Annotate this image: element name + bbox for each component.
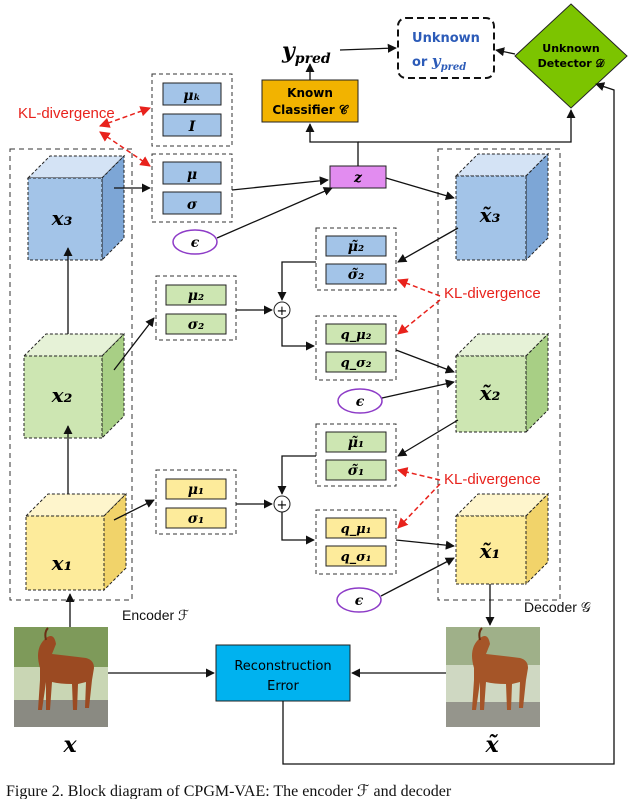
kl-label-bottom: KL-divergence [444, 471, 541, 488]
mu2-label: μ₂ [188, 288, 204, 304]
mu2-tilde-label: μ̃₂ [348, 238, 364, 255]
cube-x2-tilde: x̃₂ [454, 332, 550, 434]
unknown-or-ypred-box [397, 17, 495, 79]
q-mu1-label: q_μ₁ [341, 522, 372, 537]
q-sigma1-label: q_σ₁ [341, 550, 372, 565]
encoder-label: Encoder ℱ [122, 607, 189, 623]
sigma1-tilde-label: σ̃₁ [348, 462, 364, 479]
reconstruction-error-box [215, 644, 351, 702]
flow-arrows [63, 43, 615, 765]
unknown-detector-diamond [514, 3, 628, 109]
decoder-frame [437, 148, 561, 601]
input-horse-image [14, 627, 108, 727]
kl-arrows [99, 106, 441, 529]
output-horse-image [446, 627, 540, 727]
encoder-param1-group: μ₁ σ₁ [155, 469, 237, 535]
encoder-param2-group: μ₂ σ₂ [155, 275, 237, 341]
q-param1-group: q_μ₁ q_σ₁ [315, 509, 397, 575]
latent-param-group: μ σ [151, 153, 233, 223]
output-x-tilde-label: x̃ [484, 732, 499, 758]
cube-x1-tilde-label: x̃₁ [479, 539, 501, 563]
recon-line1: Reconstruction [234, 659, 331, 674]
epsilon-top-label: ϵ [191, 235, 200, 251]
figure-caption: Figure 2. Block diagram of CPGM-VAE: The… [6, 783, 452, 799]
latent-z-label: z [353, 170, 363, 186]
kl-label-top: KL-divergence [18, 105, 115, 122]
cube-x3-label: x₃ [51, 206, 73, 230]
cube-x1-label: x₁ [51, 551, 73, 575]
detector-line2: Detector 𝒟 [538, 57, 606, 70]
sigma-label: σ [187, 197, 198, 213]
detector-line1: Unknown [542, 42, 599, 55]
epsilon-oval-top [172, 229, 218, 255]
sum-node-2-label: + [277, 304, 288, 319]
mu-label: μ [187, 167, 197, 183]
cube-x3-tilde: x̃₃ [454, 152, 550, 262]
unknown-box-line1: Unknown [412, 31, 480, 46]
identity-label: I [188, 119, 196, 135]
cube-x2-label: x₂ [51, 383, 73, 407]
decoder-label: Decoder 𝒢 [524, 599, 591, 615]
cube-x2: x₂ [22, 332, 126, 440]
prior-box-group: μₖ I [151, 73, 233, 147]
ypred-label: ypred [281, 38, 331, 67]
sigma2-tilde-label: σ̃₂ [348, 266, 364, 283]
decoder-param2-group: μ̃₂ σ̃₂ [315, 227, 397, 291]
cube-x3-tilde-label: x̃₃ [479, 203, 501, 227]
classifier-line2: Classifier 𝒞 [272, 103, 349, 117]
mu1-label: μ₁ [188, 482, 204, 498]
kl-label-mid: KL-divergence [444, 285, 541, 302]
unknown-box-line2: or ypred [412, 52, 466, 73]
q-mu2-label: q_μ₂ [341, 328, 372, 343]
epsilon-oval-mid [337, 388, 383, 414]
cube-x1: x₁ [24, 492, 128, 592]
epsilon-mid-label: ϵ [356, 394, 365, 410]
epsilon-bottom-label: ϵ [355, 593, 364, 609]
sigma2-label: σ₂ [188, 317, 204, 333]
q-param2-group: q_μ₂ q_σ₂ [315, 315, 397, 381]
cube-x3: x₃ [26, 154, 126, 262]
sum-node-1-label: + [277, 498, 288, 513]
sigma1-label: σ₁ [188, 511, 204, 527]
cube-x1-tilde: x̃₁ [454, 492, 550, 586]
mu1-tilde-label: μ̃₁ [348, 434, 364, 451]
q-sigma2-label: q_σ₂ [341, 356, 372, 371]
input-x-label: x [62, 732, 77, 758]
mu-k-label: μₖ [183, 88, 201, 104]
epsilon-oval-bottom [336, 587, 382, 613]
known-classifier-box [261, 79, 359, 123]
classifier-line1: Known [287, 86, 333, 100]
decoder-param1-group: μ̃₁ σ̃₁ [315, 423, 397, 487]
cube-x2-tilde-label: x̃₂ [479, 381, 501, 405]
recon-line2: Error [267, 679, 299, 694]
